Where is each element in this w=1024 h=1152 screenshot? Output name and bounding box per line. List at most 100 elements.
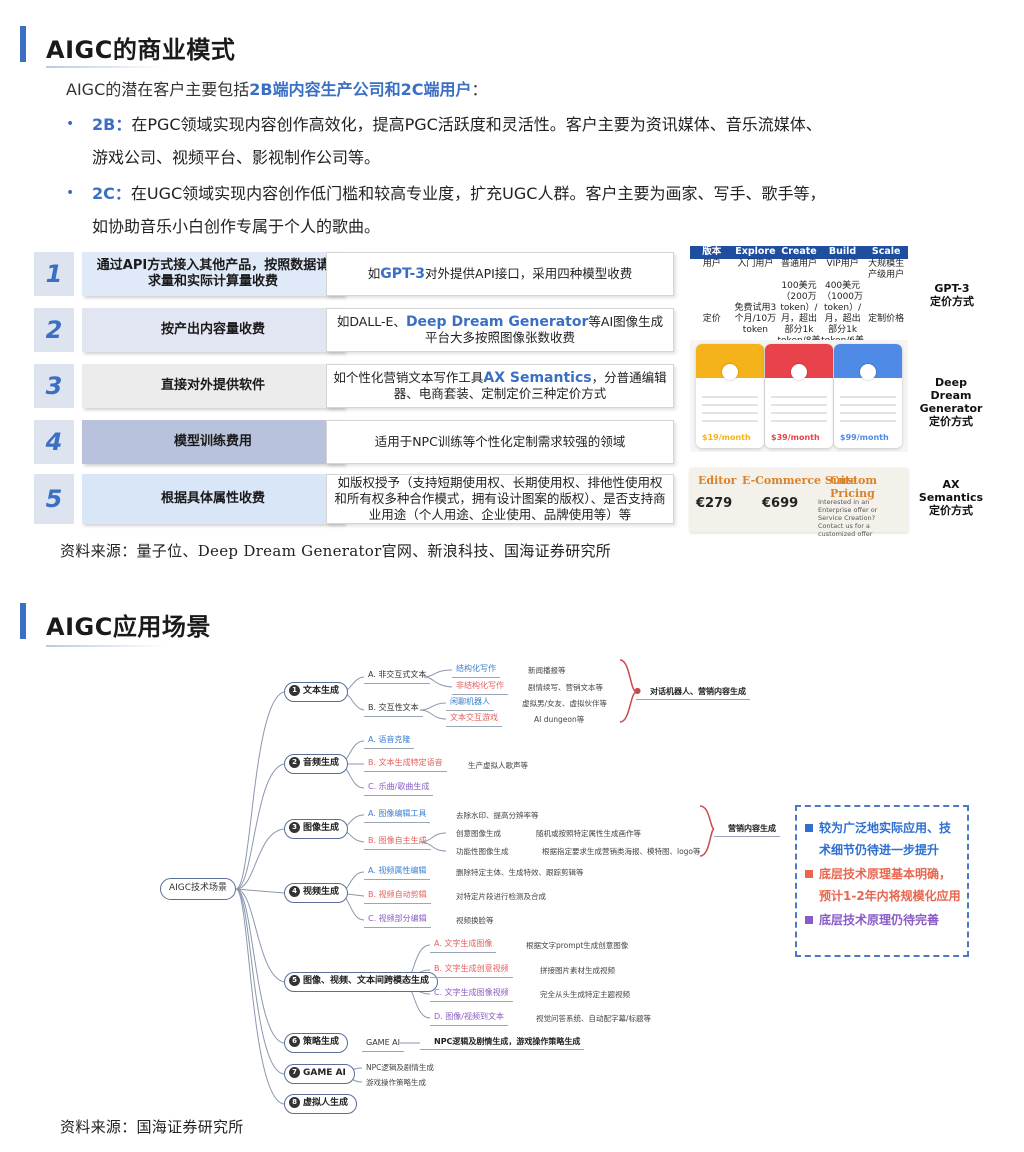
card-price: $39/month (771, 433, 820, 442)
header-cell: Build (828, 246, 857, 257)
model-label: 模型训练费用 (82, 420, 344, 464)
model-number: 1 (34, 252, 74, 296)
leaf-detail: 拼接图片素材生成视频 (540, 966, 615, 975)
legend-swatch (805, 916, 813, 924)
card-price: $99/month (840, 433, 889, 442)
header-cell: Explore (735, 246, 776, 257)
model-row-4: 4 模型训练费用 适用于NPC训练等个性化定制需求较强的领域 (34, 420, 674, 464)
ax-price-ecommerce: €699 (762, 496, 799, 511)
branch-number: 2 (289, 757, 300, 768)
legend-swatch (805, 870, 813, 878)
intro-suffix: ： (471, 80, 488, 99)
model-label: 根据具体属性收费 (82, 474, 344, 524)
desc-pre: 如 (367, 266, 381, 281)
branch-number: 5 (289, 975, 300, 986)
desc-pre: 如DALL-E、 (336, 314, 406, 329)
leaf-unstructured: 非结构化写作 (452, 679, 508, 695)
sub-text-to-voice: B. 文本生成特定语音 (364, 756, 447, 772)
model-label: 通过API方式接入其他产品，按照数据请求量和实际计算量收费 (82, 252, 344, 296)
cell: 免费试用3个月/10万token (734, 303, 777, 335)
section-title-applications: AIGC应用场景 (46, 613, 211, 641)
ax-head-editor: Editor (698, 474, 737, 487)
leaf-detail: 游戏操作策略生成 (366, 1078, 426, 1087)
desc-post: ，分普通编辑器、电商套装、定制定价三种定价方式 (393, 370, 667, 401)
gpt3-side-label: GPT-3 定价方式 (930, 282, 974, 308)
model-label: 直接对外提供软件 (82, 364, 344, 408)
bullet-key: 2C： (92, 184, 131, 203)
card-price: $19/month (702, 433, 751, 442)
text-output: 对话机器人、营销内容生成 (636, 686, 750, 700)
model-number: 5 (34, 474, 74, 524)
leaf-detail: 虚拟男/女友、虚拟伙伴等 (522, 699, 608, 708)
legend-text: 底层技术原理基本明确，预计1-2年内将规模化应用 (819, 867, 961, 903)
branch-label: GAME AI (303, 1068, 346, 1078)
deepdream-side-label: Deep Dream Generator 定价方式 (919, 376, 983, 428)
strategy-output: NPC逻辑及剧情生成，游戏操作策略生成 (420, 1036, 585, 1050)
branch-number: 1 (289, 685, 300, 696)
branch-label: 虚拟人生成 (303, 1098, 349, 1108)
model-label: 按产出内容量收费 (82, 308, 344, 352)
sub-text-to-image: A. 文字生成图像 (430, 937, 497, 953)
leaf-detail: 生产虚拟人歌声等 (468, 761, 528, 770)
bullet-2b: • 2B：在PGC领域实现内容创作高效化，提高PGC活跃度和灵活性。客户主要为资… (66, 108, 986, 174)
sub-video-attr: A. 视频属性编辑 (364, 864, 431, 880)
cell: 大规模生产级用户 (868, 259, 905, 280)
leaf-detail: 完全从头生成特定主题视频 (540, 990, 630, 999)
section-title-business-model: AIGC的商业模式 (46, 36, 236, 64)
source-note-1: 资料来源：量子位、Deep Dream Generator官网、新浪科技、国海证… (60, 542, 612, 560)
pricing-card-professional: $39/month (765, 344, 833, 448)
desc-pre: 如个性化营销文本写作工具 (333, 370, 484, 385)
legend-item-widely-applied: 较为广泛地实际应用、技术细节仍待进一步提升 (805, 817, 961, 861)
cell: 用户 (702, 259, 721, 269)
model-row-1: 1 通过API方式接入其他产品，按照数据请求量和实际计算量收费 如GPT-3对外… (34, 252, 674, 296)
branch-label: 视频生成 (303, 887, 340, 897)
model-desc: 适用于NPC训练等个性化定制需求较强的领域 (326, 420, 674, 464)
leaf-chatbot: 闲聊机器人 (446, 695, 494, 711)
bullet-dot: • (66, 185, 75, 201)
desc-highlight: Deep Dream Generator (405, 314, 589, 330)
sub-non-interactive-text: A. 非交互式文本 (364, 668, 431, 684)
section-accent-bar (20, 26, 26, 62)
legend-text: 较为广泛地实际应用、技术细节仍待进一步提升 (819, 821, 952, 857)
header-cell: Create (781, 246, 817, 257)
ax-head-custom: Custom Pricing (830, 474, 878, 500)
intro-highlight: 2B端内容生产公司和2C端用户 (249, 80, 472, 99)
branch-number: 4 (289, 886, 300, 897)
leaf-detail: 删除特定主体、生成特效、跟踪剪辑等 (456, 868, 584, 877)
leaf-detail: 根据文字prompt生成创意图像 (526, 941, 629, 950)
model-row-3: 3 直接对外提供软件 如个性化营销文本写作工具AX Semantics，分普通编… (34, 364, 674, 408)
model-number: 3 (34, 364, 74, 408)
bullet-line1: 在PGC领域实现内容创作高效化，提高PGC活跃度和灵活性。客户主要为资讯媒体、音… (131, 115, 822, 134)
sub-video-part: C. 视频部分编辑 (364, 912, 431, 928)
desc-post: 等AI图像生成平台大多按照图像张数收费 (424, 314, 664, 345)
branch-number: 6 (289, 1036, 300, 1047)
sub-music-gen: C. 乐曲/歌曲生成 (364, 780, 434, 796)
leaf-detail: NPC逻辑及剧情生成 (366, 1063, 434, 1072)
ax-pricing-panel: Editor E-Commerce Suite Custom Pricing €… (690, 468, 908, 538)
ax-head-ecommerce: E-Commerce Suite (742, 474, 858, 487)
leaf-detail: 对特定片段进行检测及合成 (456, 892, 546, 901)
leaf-detail: AI dungeon等 (534, 715, 585, 724)
maturity-legend: 较为广泛地实际应用、技术细节仍待进一步提升 底层技术原理基本明确，预计1-2年内… (795, 805, 969, 957)
bullet-line2: 游戏公司、视频平台、影视制作公司等。 (92, 148, 381, 167)
leaf-structured: 结构化写作 (452, 662, 500, 678)
leaf-detail: 视觉问答系统、自动配字幕/标题等 (536, 1014, 652, 1023)
bullet-line1: 在UGC领域实现内容创作低门槛和较高专业度，扩充UGC人群。客户主要为画家、写手… (130, 184, 826, 203)
bullet-dot: • (66, 116, 75, 132)
branch-number: 7 (289, 1067, 300, 1078)
sub-game-ai: GAME AI (362, 1036, 405, 1052)
image-output: 营销内容生成 (714, 823, 780, 837)
gpt3-row-user: 用户 入门用户 普通用户 VIP用户 大规模生产级用户 (690, 259, 908, 281)
rocket-icon (791, 364, 807, 380)
leaf-detail: 新闻播报等 (528, 666, 566, 675)
sub-voice-clone: A. 语音克隆 (364, 733, 415, 749)
model-number: 4 (34, 420, 74, 464)
leaf-detail: 去除水印、提高分辨率等 (456, 811, 539, 820)
sub-image-edit: A. 图像编辑工具 (364, 807, 431, 823)
